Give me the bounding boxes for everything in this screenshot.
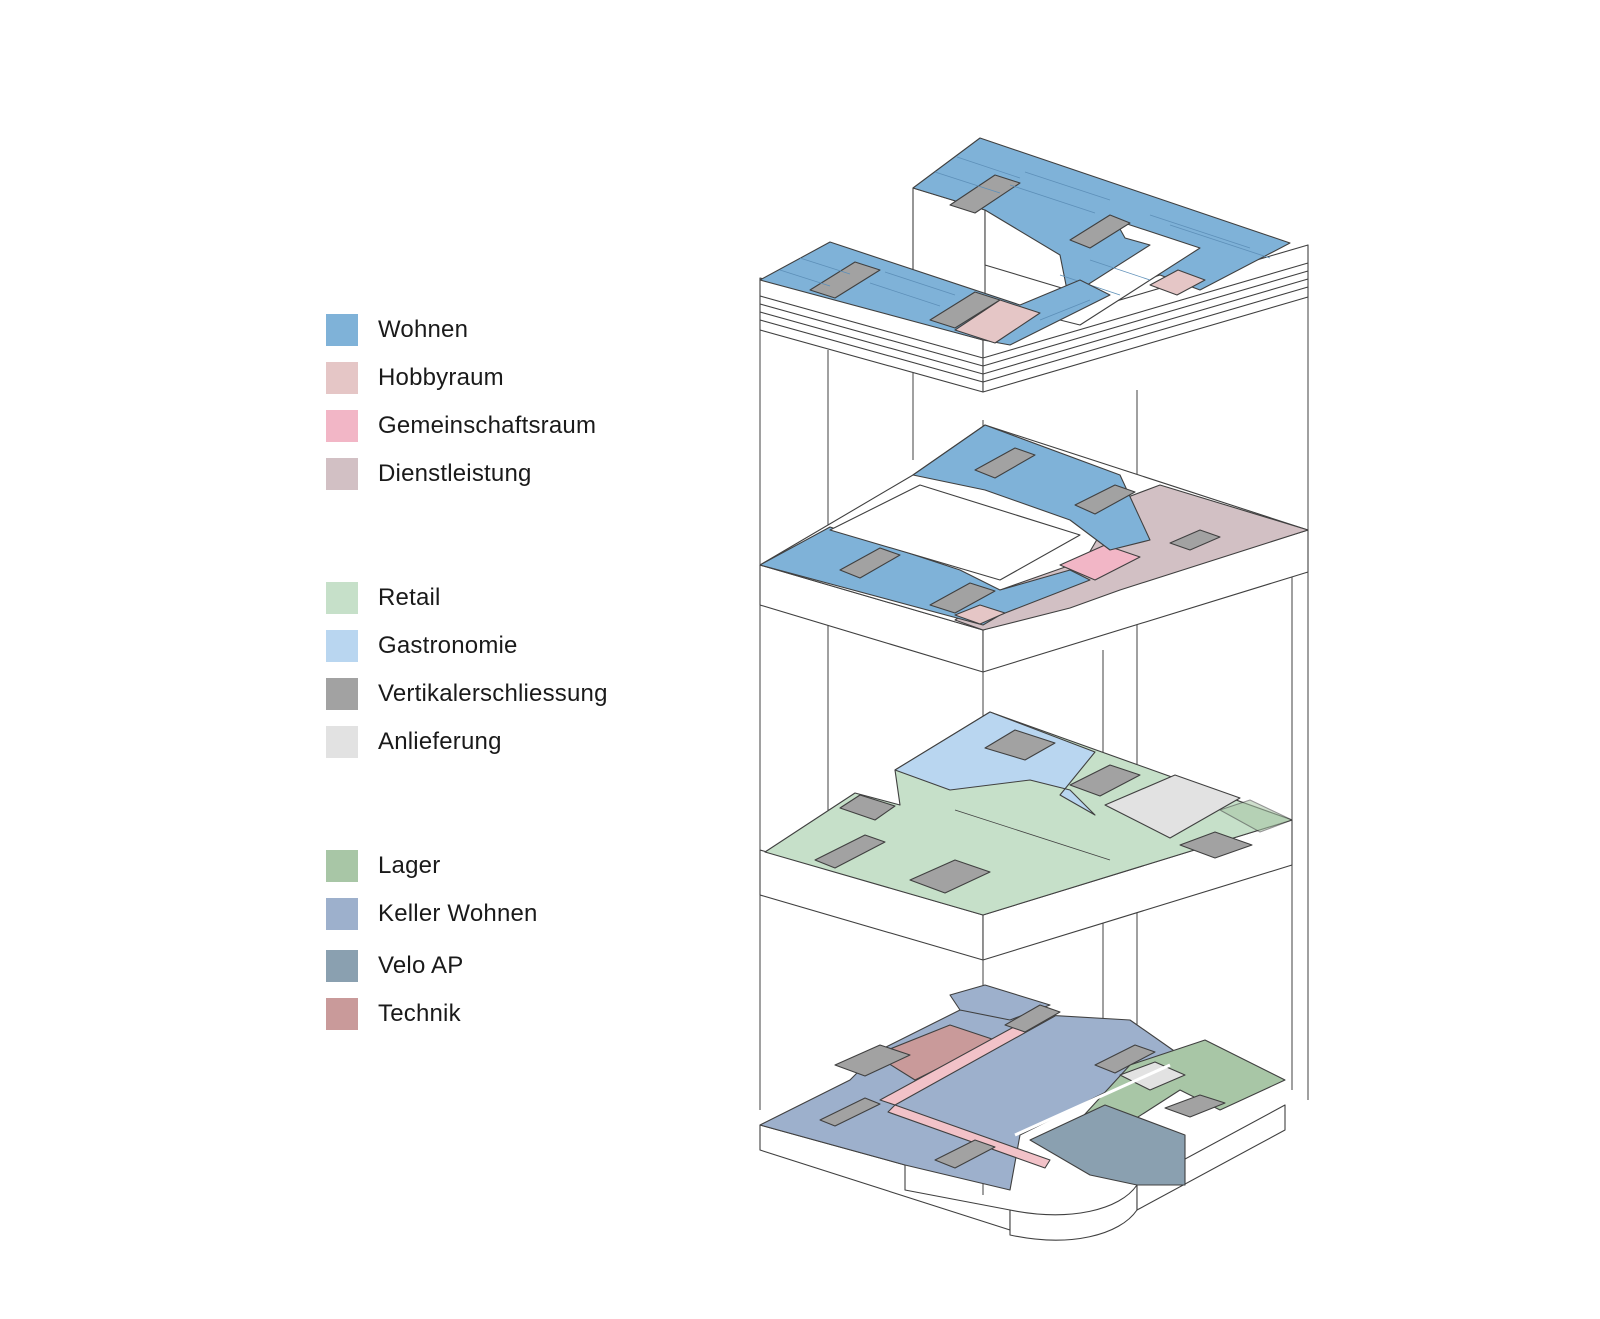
mid-core-4 — [929, 582, 996, 614]
legend-item-gemeinschaftsraum: Gemeinschaftsraum — [326, 409, 596, 443]
legend-item-lager: Lager — [326, 849, 440, 883]
legend-swatch-retail — [326, 582, 358, 614]
legend-label-velo-ap: Velo AP — [378, 952, 464, 979]
basement-core-2 — [819, 1097, 881, 1127]
anlieferung-area — [1104, 774, 1241, 839]
legend-item-wohnen: Wohnen — [326, 313, 468, 347]
legend-label-retail: Retail — [378, 584, 441, 611]
gastronomie-area — [894, 711, 1096, 816]
mid-core-1 — [974, 447, 1036, 479]
legend-item-gastronomie: Gastronomie — [326, 629, 518, 663]
legend-item-velo-ap: Velo AP — [326, 949, 463, 983]
mid-core-3 — [839, 547, 901, 579]
legend-swatch-vertikalerschliessung — [326, 678, 358, 710]
ground-core-5 — [909, 859, 991, 894]
velo-ap-area — [1029, 1104, 1186, 1186]
basement-slab-curve — [1009, 1184, 1138, 1241]
level-ground-retail — [759, 711, 1293, 961]
mid-wohnen-upper — [912, 424, 1151, 551]
ground-core-4 — [814, 834, 886, 869]
legend-swatch-gemeinschaftsraum — [326, 410, 358, 442]
basement-core-4 — [1094, 1044, 1156, 1074]
legend-label-lager: Lager — [378, 852, 441, 879]
legend-label-gemeinschaftsraum: Gemeinschaftsraum — [378, 412, 597, 439]
basement-core-6 — [1164, 1094, 1226, 1118]
upper-unit-lines — [934, 156, 1271, 296]
legend-swatch-technik — [326, 998, 358, 1030]
legend: Wohnen Hobbyraum Gemeinschaftsraum Diens… — [0, 0, 700, 1319]
legend-item-retail: Retail — [326, 581, 441, 615]
mid-core-5 — [1169, 529, 1221, 551]
ground-core-3 — [839, 794, 896, 821]
top-core-1 — [949, 174, 1021, 214]
legend-swatch-anlieferung — [326, 726, 358, 758]
ground-core-1 — [984, 729, 1056, 761]
legend-swatch-velo-ap — [326, 950, 358, 982]
basement-core-5 — [934, 1139, 996, 1169]
legend-label-hobbyraum: Hobbyraum — [378, 364, 504, 391]
top-core-2 — [1069, 214, 1131, 249]
legend-item-technik: Technik — [326, 997, 461, 1031]
mid-gemeinschaftsraum — [1059, 544, 1141, 581]
legend-swatch-hobbyraum — [326, 362, 358, 394]
basement-light-strip — [1119, 1061, 1186, 1091]
top-hobby-2 — [1149, 269, 1206, 296]
lower-unit-lines — [779, 257, 1091, 321]
legend-swatch-lager — [326, 850, 358, 882]
ground-lager — [1219, 799, 1293, 833]
basement-corridor-2 — [887, 1104, 1051, 1169]
mid-hobby — [954, 604, 1006, 625]
basement-core-1 — [834, 1044, 911, 1077]
legend-item-vertikalerschliessung: Vertikalerschliessung — [326, 677, 608, 711]
legend-swatch-keller-wohnen — [326, 898, 358, 930]
legend-label-vertikalerschliessung: Vertikalerschliessung — [378, 680, 608, 707]
level-basement — [759, 984, 1286, 1241]
legend-item-hobbyraum: Hobbyraum — [326, 361, 504, 395]
top-core-3 — [809, 261, 881, 299]
legend-label-anlieferung: Anlieferung — [378, 728, 502, 755]
basement-core-3 — [1004, 1004, 1061, 1033]
ground-core-6 — [1179, 831, 1253, 859]
legend-label-wohnen: Wohnen — [378, 316, 469, 343]
legend-swatch-gastronomie — [326, 630, 358, 662]
ground-core-2 — [1069, 764, 1141, 797]
legend-label-technik: Technik — [378, 1000, 461, 1027]
legend-item-keller-wohnen: Keller Wohnen — [326, 897, 538, 931]
legend-label-keller-wohnen: Keller Wohnen — [378, 900, 538, 927]
legend-label-dienstleistung: Dienstleistung — [378, 460, 532, 487]
top-hobby-1 — [954, 299, 1041, 344]
mid-courtyard — [829, 484, 1081, 581]
level-top-residential — [759, 137, 1309, 393]
basement-corridor — [879, 1009, 1056, 1106]
legend-label-gastronomie: Gastronomie — [378, 632, 518, 659]
legend-swatch-wohnen — [326, 314, 358, 346]
legend-item-dienstleistung: Dienstleistung — [326, 457, 532, 491]
legend-swatch-dienstleistung — [326, 458, 358, 490]
mid-core-2 — [1074, 484, 1136, 515]
legend-item-anlieferung: Anlieferung — [326, 725, 502, 759]
level-residential-services — [759, 424, 1309, 673]
